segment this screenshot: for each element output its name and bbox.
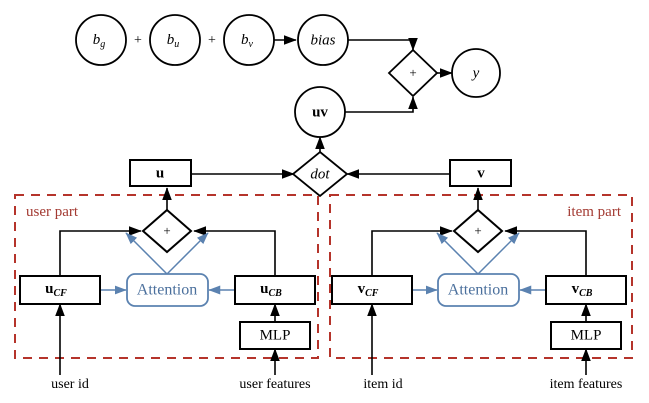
user-plus-label: +: [163, 223, 170, 238]
uv-label: uv: [312, 104, 328, 120]
output-y-circle: [451, 48, 501, 98]
bias-user-label: bu: [167, 32, 180, 50]
edge-ucf-to-userplus: [59, 226, 142, 278]
v-attention-label: Attention: [448, 282, 508, 299]
v-cb-label: vCB: [572, 281, 593, 299]
v-cf-box-shape: [331, 275, 413, 305]
node-bias[interactable]: bias: [297, 14, 349, 66]
edge-ucb-to-userplus: [193, 226, 276, 278]
v-box-shape: [449, 159, 512, 187]
u-mlp-label: MLP: [260, 327, 291, 343]
v-cf-label: vCF: [358, 281, 379, 299]
node-user-plus[interactable]: +: [141, 208, 193, 254]
edge-attention-to-userplus-right: [166, 232, 209, 275]
node-dot[interactable]: dot: [291, 150, 349, 198]
bias-global-circle: [75, 14, 127, 66]
edge-attention-to-itemplus-right: [477, 232, 520, 275]
v-attention-box-shape: [437, 273, 520, 307]
item-plus-diamond-shape: [452, 208, 504, 254]
u-cb-label: uCB: [260, 281, 282, 299]
v-box-label: v: [477, 165, 485, 181]
u-box-shape: [129, 159, 192, 187]
dot-label: dot: [310, 166, 330, 182]
edge-vcb-to-itemplus: [504, 226, 587, 278]
item-part-label: item part: [567, 204, 622, 220]
sum-diamond-shape: [387, 48, 439, 98]
u-cb-box-shape: [234, 275, 316, 305]
node-output-y[interactable]: y: [451, 48, 501, 98]
bias-item-circle: [223, 14, 275, 66]
u-cf-box-shape: [19, 275, 101, 305]
bias-global-label: bg: [93, 32, 106, 50]
node-u-attention[interactable]: Attention: [126, 273, 209, 307]
user-part-label: user part: [26, 204, 79, 220]
input-label-item-features: item features: [550, 377, 623, 392]
edge-uv-to-sum: [345, 96, 418, 113]
node-u-cb[interactable]: uCB: [234, 275, 316, 305]
node-bias-user[interactable]: bu: [149, 14, 201, 66]
node-v-attention[interactable]: Attention: [437, 273, 520, 307]
item-plus-label: +: [474, 223, 481, 238]
v-mlp-box-shape: [550, 321, 622, 350]
u-box-label: u: [156, 165, 164, 181]
node-u-mlp[interactable]: MLP: [239, 321, 311, 350]
node-u[interactable]: u: [129, 159, 192, 187]
v-mlp-label: MLP: [571, 327, 602, 343]
output-y-label: y: [471, 65, 480, 81]
bias-circle: [297, 14, 349, 66]
operator-plus-1: +: [134, 33, 142, 48]
input-label-item-id: item id: [363, 377, 402, 392]
node-uv[interactable]: uv: [294, 86, 346, 138]
node-bias-global[interactable]: bg: [75, 14, 127, 66]
edge-attention-to-itemplus-left: [436, 232, 479, 275]
node-bias-item[interactable]: bv: [223, 14, 275, 66]
input-label-user-id: user id: [51, 377, 89, 392]
bias-item-label: bv: [241, 32, 254, 50]
edge-bias-to-sum: [348, 38, 418, 51]
node-sum[interactable]: +: [387, 48, 439, 98]
v-cb-box-shape: [545, 275, 627, 305]
node-v-mlp[interactable]: MLP: [550, 321, 622, 350]
sum-diamond-label: +: [409, 65, 416, 80]
bias-user-circle: [149, 14, 201, 66]
node-v[interactable]: v: [449, 159, 512, 187]
edge-vcf-to-itemplus: [371, 226, 453, 278]
user-plus-diamond-shape: [141, 208, 193, 254]
operator-plus-2: +: [208, 33, 216, 48]
node-v-cb[interactable]: vCB: [545, 275, 627, 305]
node-v-cf[interactable]: vCF: [331, 275, 413, 305]
u-attention-label: Attention: [137, 282, 197, 299]
node-u-cf[interactable]: uCF: [19, 275, 101, 305]
uv-circle: [294, 86, 346, 138]
input-label-user-features: user features: [239, 377, 310, 392]
u-mlp-box-shape: [239, 321, 311, 350]
bias-label: bias: [310, 32, 335, 48]
u-cf-label: uCF: [45, 281, 67, 299]
dot-diamond-shape: [291, 150, 349, 198]
u-attention-box-shape: [126, 273, 209, 307]
node-item-plus[interactable]: +: [452, 208, 504, 254]
edge-attention-to-userplus-left: [125, 232, 168, 275]
